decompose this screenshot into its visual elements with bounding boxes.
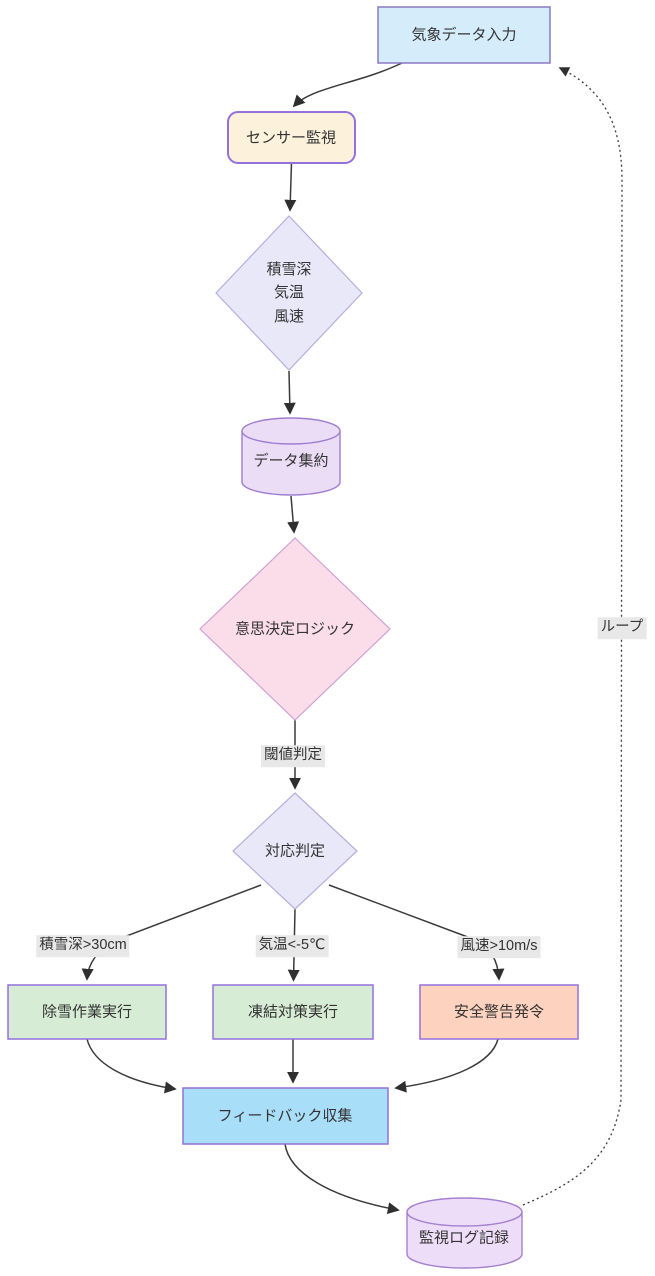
- edge-label-snow-depth: 積雪深>30cm: [36, 935, 130, 957]
- node-snow-removal: [7, 984, 167, 1040]
- edge-safetywarning-to-feedback: [394, 1038, 499, 1093]
- node-label-feedback-collection: フィードバック収集: [217, 1107, 353, 1125]
- node-label-response-decision: 対応判定: [264, 842, 326, 860]
- edge-response-to-snowremoval: [81, 884, 262, 981]
- edge-label-temperature: 気温<-5℃: [255, 935, 329, 957]
- edge-weatherinput-to-sensormonitor: [292, 62, 403, 108]
- node-monitoring-log-cylinder: [406, 1197, 523, 1269]
- node-decision-logic-diamond: [199, 537, 391, 721]
- edge-label-loop: ループ: [597, 617, 647, 639]
- node-response-decision-diamond: [232, 792, 358, 910]
- node-label-decision-logic: 意思決定ロジック: [234, 620, 356, 638]
- edge-sensormonitor-to-sensorvalues: [284, 162, 297, 212]
- node-sensor-values-diamond: [215, 215, 363, 371]
- node-label-sensor-values: 積雪深 気温 風速: [266, 258, 311, 328]
- node-sensor-monitor: [227, 111, 356, 164]
- node-data-aggregation-cylinder: [241, 417, 341, 496]
- sensor-values-line-1: 積雪深: [266, 261, 312, 279]
- edge-response-to-safetywarning: [328, 884, 505, 981]
- node-safety-warning: [419, 984, 579, 1040]
- edge-label-wind-speed: 風速>10m/s: [457, 936, 541, 958]
- node-label-sensor-monitor: センサー監視: [245, 129, 337, 147]
- edge-loop-monitoringlog-to-weatherinput: [522, 67, 623, 1206]
- node-weather-input: [377, 6, 551, 64]
- node-feedback-collection: [182, 1087, 389, 1145]
- node-label-monitoring-log: 監視ログ記録: [418, 1229, 510, 1247]
- edge-feedback-to-monitoringlog: [284, 1143, 400, 1215]
- node-label-freeze-countermeasure: 凍結対策実行: [247, 1003, 339, 1021]
- node-label-safety-warning: 安全警告発令: [453, 1003, 545, 1021]
- node-label-weather-input: 気象データ入力: [411, 26, 517, 44]
- node-label-snow-removal: 除雪作業実行: [41, 1003, 133, 1021]
- edge-aggregation-to-decisionlogic: [287, 495, 300, 534]
- node-label-data-aggregation: データ集約: [253, 452, 329, 470]
- sensor-values-line-3: 風速: [273, 307, 305, 325]
- node-freeze-countermeasure: [212, 984, 374, 1040]
- edge-label-threshold: 閾値判定: [261, 745, 325, 767]
- edge-snowremoval-to-feedback: [86, 1038, 177, 1094]
- sensor-values-line-2: 気温: [273, 284, 305, 302]
- edge-sensorvalues-to-aggregation: [283, 370, 296, 415]
